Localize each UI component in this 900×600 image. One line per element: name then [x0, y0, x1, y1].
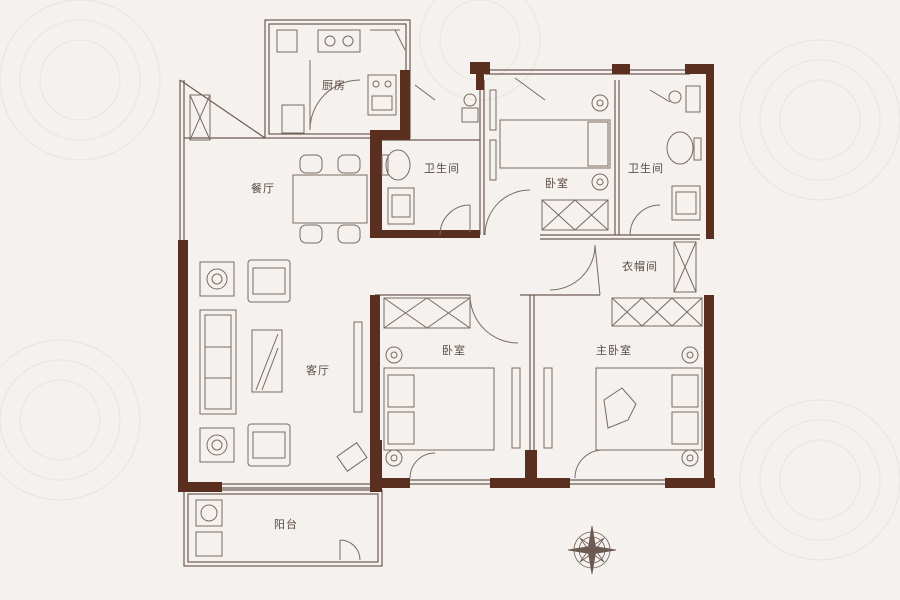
room-label-kitchen: 厨房	[322, 79, 346, 92]
bath-left-fixtures	[381, 84, 479, 236]
master-bedroom-furniture	[543, 346, 703, 479]
room-label-bath-right: 卫生间	[628, 162, 664, 175]
room-label-balcony: 阳台	[274, 518, 298, 531]
thin-walls	[179, 19, 700, 567]
bath-right-fixtures	[629, 85, 702, 236]
structural-walls	[178, 62, 715, 492]
compass-rose-icon	[567, 525, 617, 575]
room-label-closet: 衣帽间	[622, 260, 658, 273]
bedroom-top-furniture	[484, 77, 611, 236]
room-label-bath-left: 卫生间	[424, 162, 460, 175]
living-furniture	[199, 259, 368, 472]
room-label-master-bedroom: 主卧室	[596, 344, 632, 357]
room-label-living: 客厅	[306, 364, 330, 377]
bedroom-mid-furniture	[383, 294, 521, 479]
kitchen-fixtures	[276, 29, 406, 134]
background-pattern	[0, 0, 900, 561]
room-label-bedroom-mid: 卧室	[442, 344, 466, 357]
closet-fixtures	[549, 241, 703, 327]
room-label-dining: 餐厅	[251, 182, 275, 195]
room-label-bedroom-top: 卧室	[545, 177, 569, 190]
dining-cabinet	[189, 94, 211, 141]
dining-table	[292, 154, 368, 244]
balcony-fixtures	[195, 499, 361, 561]
